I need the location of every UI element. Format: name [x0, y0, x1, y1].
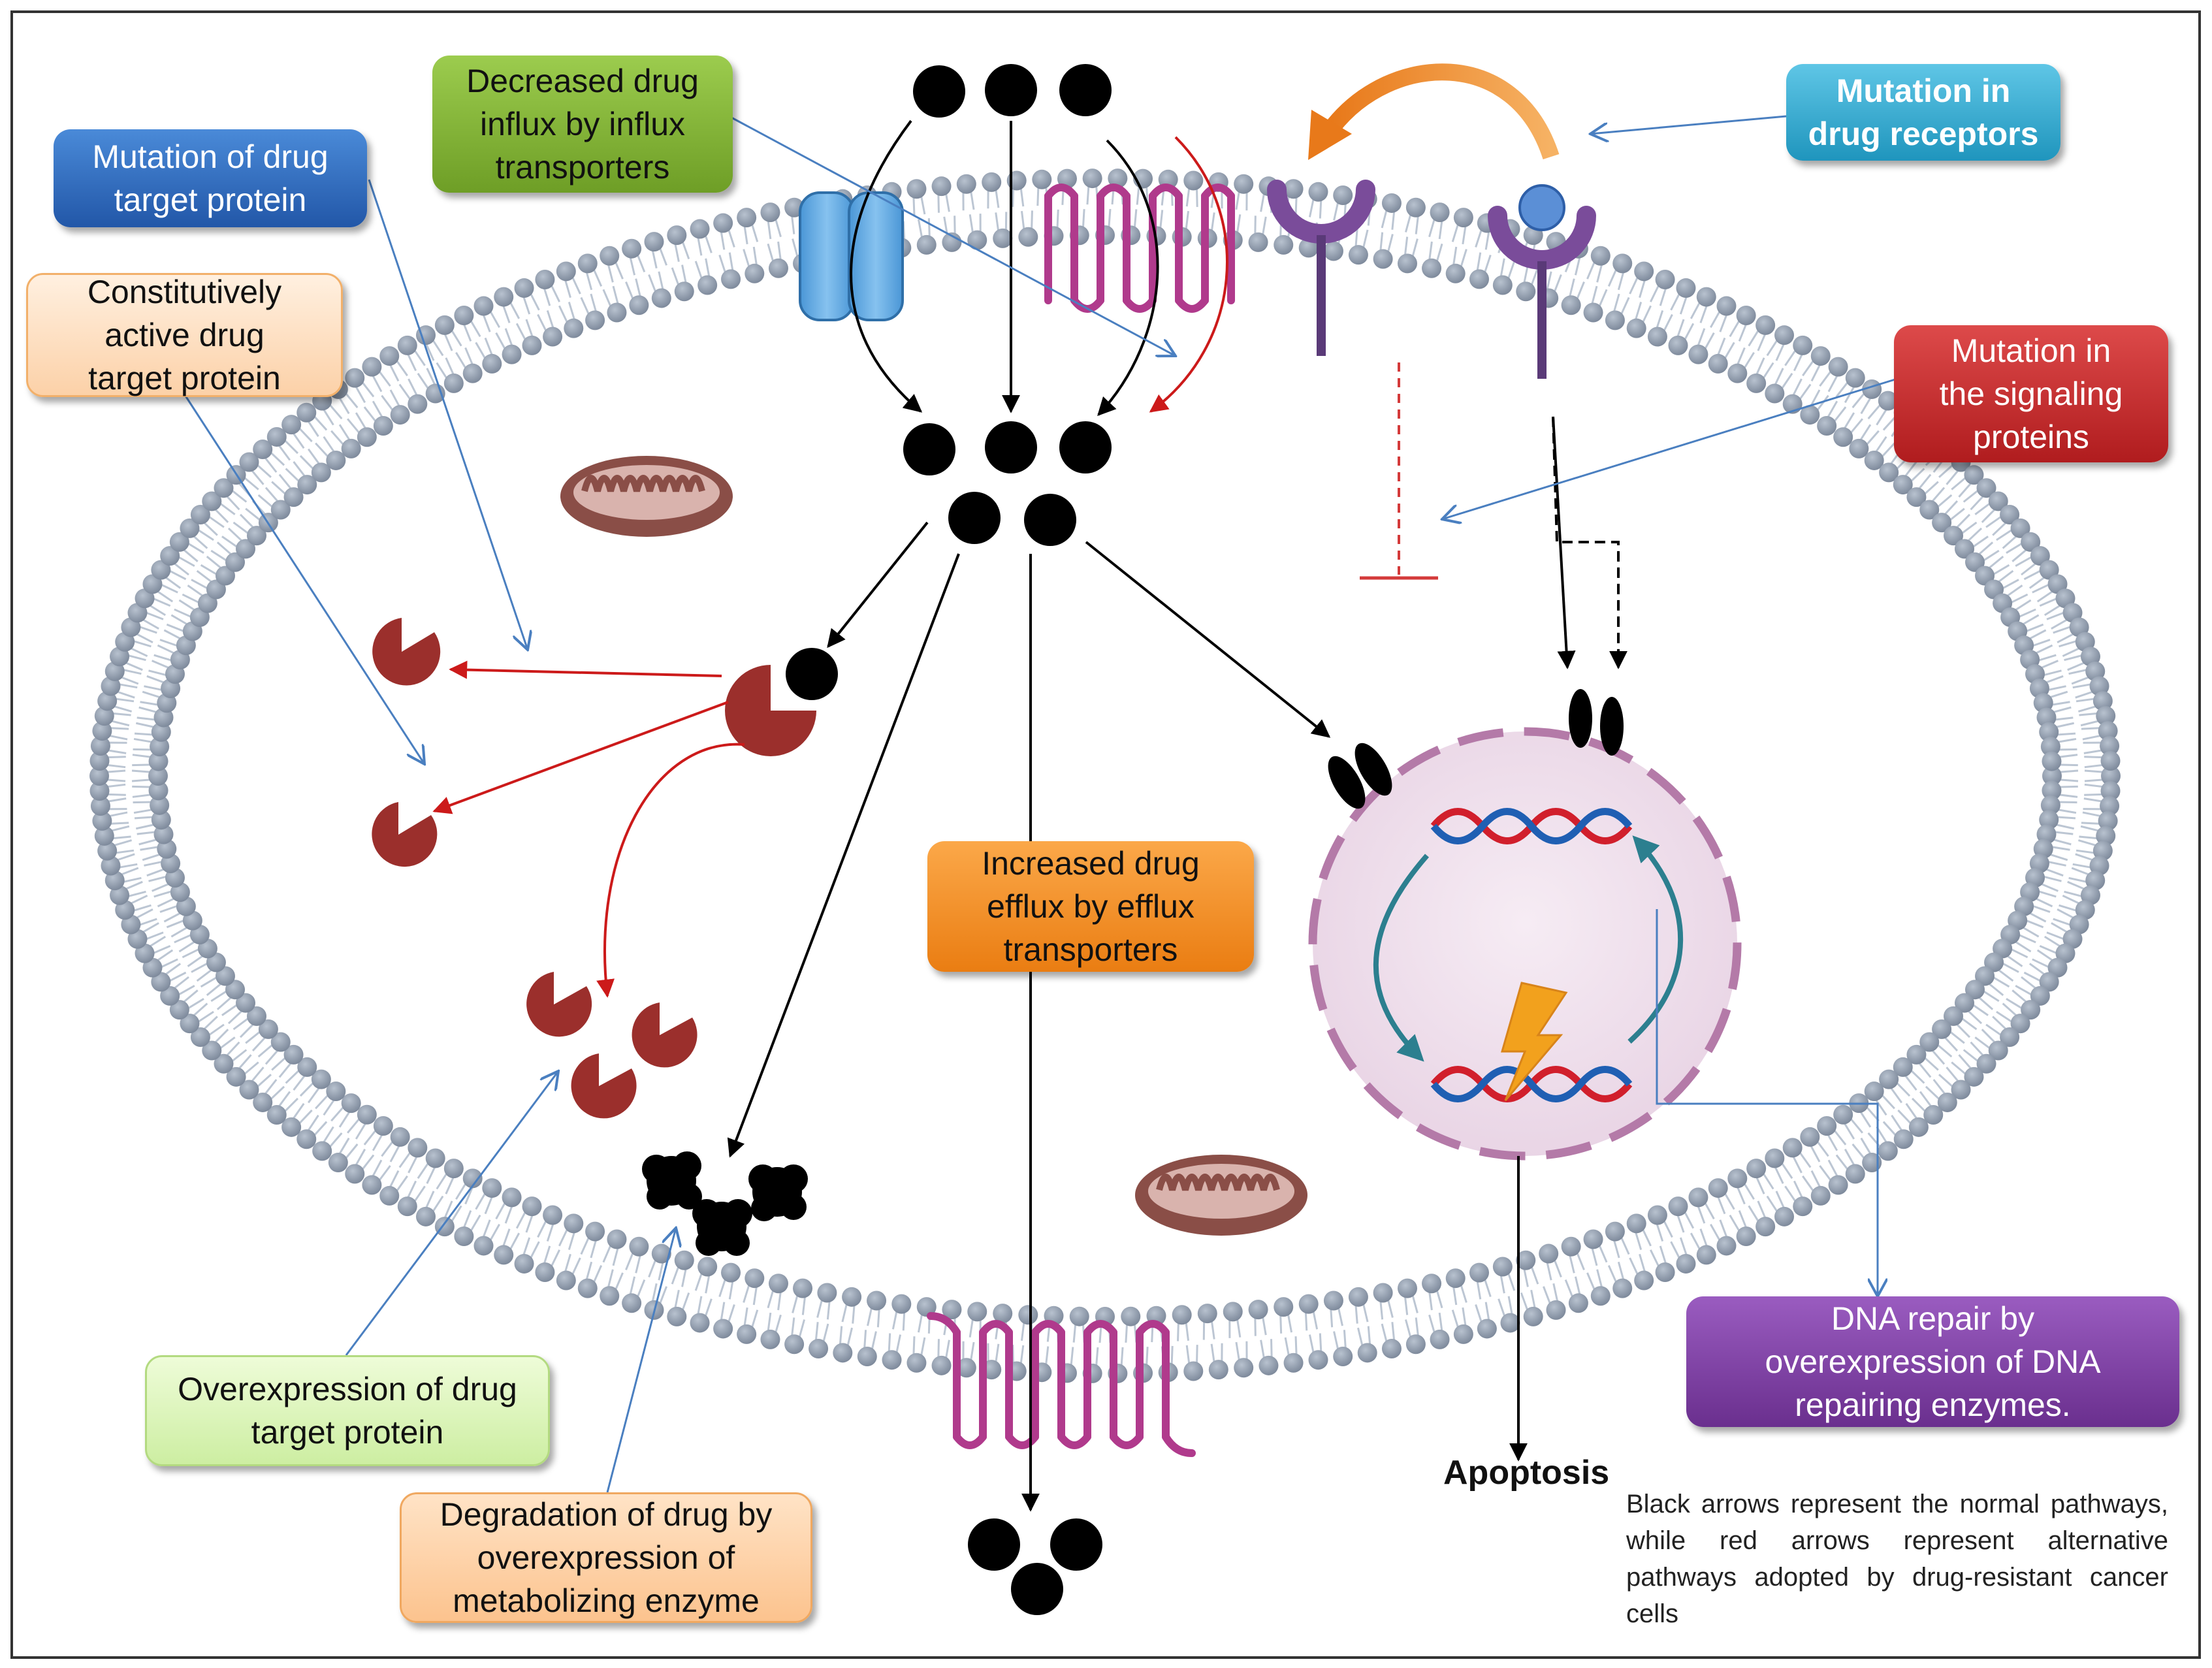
mitochondrion-icon	[560, 456, 733, 537]
influx-channel-icon	[799, 191, 904, 321]
label-mutation-in-signaling-proteins: Mutation in the signaling proteins	[1894, 325, 2168, 462]
mutated-receptor-icon	[1488, 184, 1596, 379]
drug-dot	[985, 421, 1037, 473]
drug-receptor-icon	[1267, 180, 1375, 356]
legend-note: Black arrows represent the normal pathwa…	[1626, 1490, 2168, 1628]
drug-dot	[985, 64, 1037, 116]
label-decreased-drug-influx: Decreased drug influx by influx transpor…	[432, 56, 733, 193]
drug-dot	[1059, 64, 1112, 116]
efflux-transporter-icon	[927, 1312, 1196, 1457]
target-protein-icon	[632, 1002, 697, 1068]
mitochondrion-icon	[1135, 1155, 1307, 1236]
label-increased-drug-efflux: Increased drug efflux by efflux transpor…	[927, 841, 1254, 972]
target-protein-icon	[526, 972, 592, 1037]
target-protein-icon	[571, 1053, 637, 1119]
bound-drug-dot	[786, 648, 838, 700]
drug-bound-nucleus-icon	[1328, 689, 1624, 809]
cell-membrane	[89, 168, 2121, 1383]
drug-dot	[913, 65, 965, 118]
drug-molecules	[903, 64, 1112, 1615]
label-constitutively-active-target: Constitutively active drug target protei…	[26, 273, 343, 397]
apoptosis-label: Apoptosis	[1443, 1454, 1610, 1492]
figure-frame	[10, 10, 2201, 1659]
label-overexpression-of-target: Overexpression of drug target protein	[145, 1355, 550, 1466]
repair-cycle-arrow-left	[1373, 854, 1430, 1062]
drug-dot	[1024, 494, 1076, 546]
repair-cycle-arrow-right	[1627, 835, 1684, 1044]
label-dna-repair: DNA repair by overexpression of DNA repa…	[1686, 1296, 2179, 1427]
damage-lightning-icon	[1501, 982, 1568, 1101]
drug-dot	[903, 423, 955, 475]
drug-target-proteins	[372, 618, 838, 1119]
drug-dot	[1011, 1563, 1063, 1615]
drug-dot	[1050, 1518, 1102, 1571]
alternative-pathway-arrows	[432, 136, 1228, 998]
degraded-drug-icon	[642, 1151, 808, 1256]
arc-arrowhead	[1308, 110, 1352, 160]
label-pointer-lines	[182, 115, 1898, 1493]
label-mutation-in-drug-receptors: Mutation in drug receptors	[1786, 64, 2060, 161]
influx-transporter-icon	[1044, 184, 1235, 313]
damaged-dna-icon	[1430, 1066, 1633, 1102]
dna-strand-icon	[1430, 808, 1633, 844]
drug-dot	[1059, 421, 1112, 473]
target-protein-icon	[725, 665, 816, 756]
label-mutation-of-drug-target: Mutation of drug target protein	[54, 129, 367, 227]
target-protein-icon	[372, 802, 438, 867]
normal-pathway-arrows	[727, 120, 1627, 1512]
receptor-mutation-arc-arrow	[1325, 63, 1560, 160]
label-degradation-of-drug: Degradation of drug by overexpression of…	[400, 1492, 812, 1623]
blocked-signaling-inhibitor	[1360, 362, 1438, 580]
drug-dot	[948, 492, 1001, 544]
drug-dot	[968, 1518, 1020, 1571]
target-protein-icon	[372, 618, 441, 686]
